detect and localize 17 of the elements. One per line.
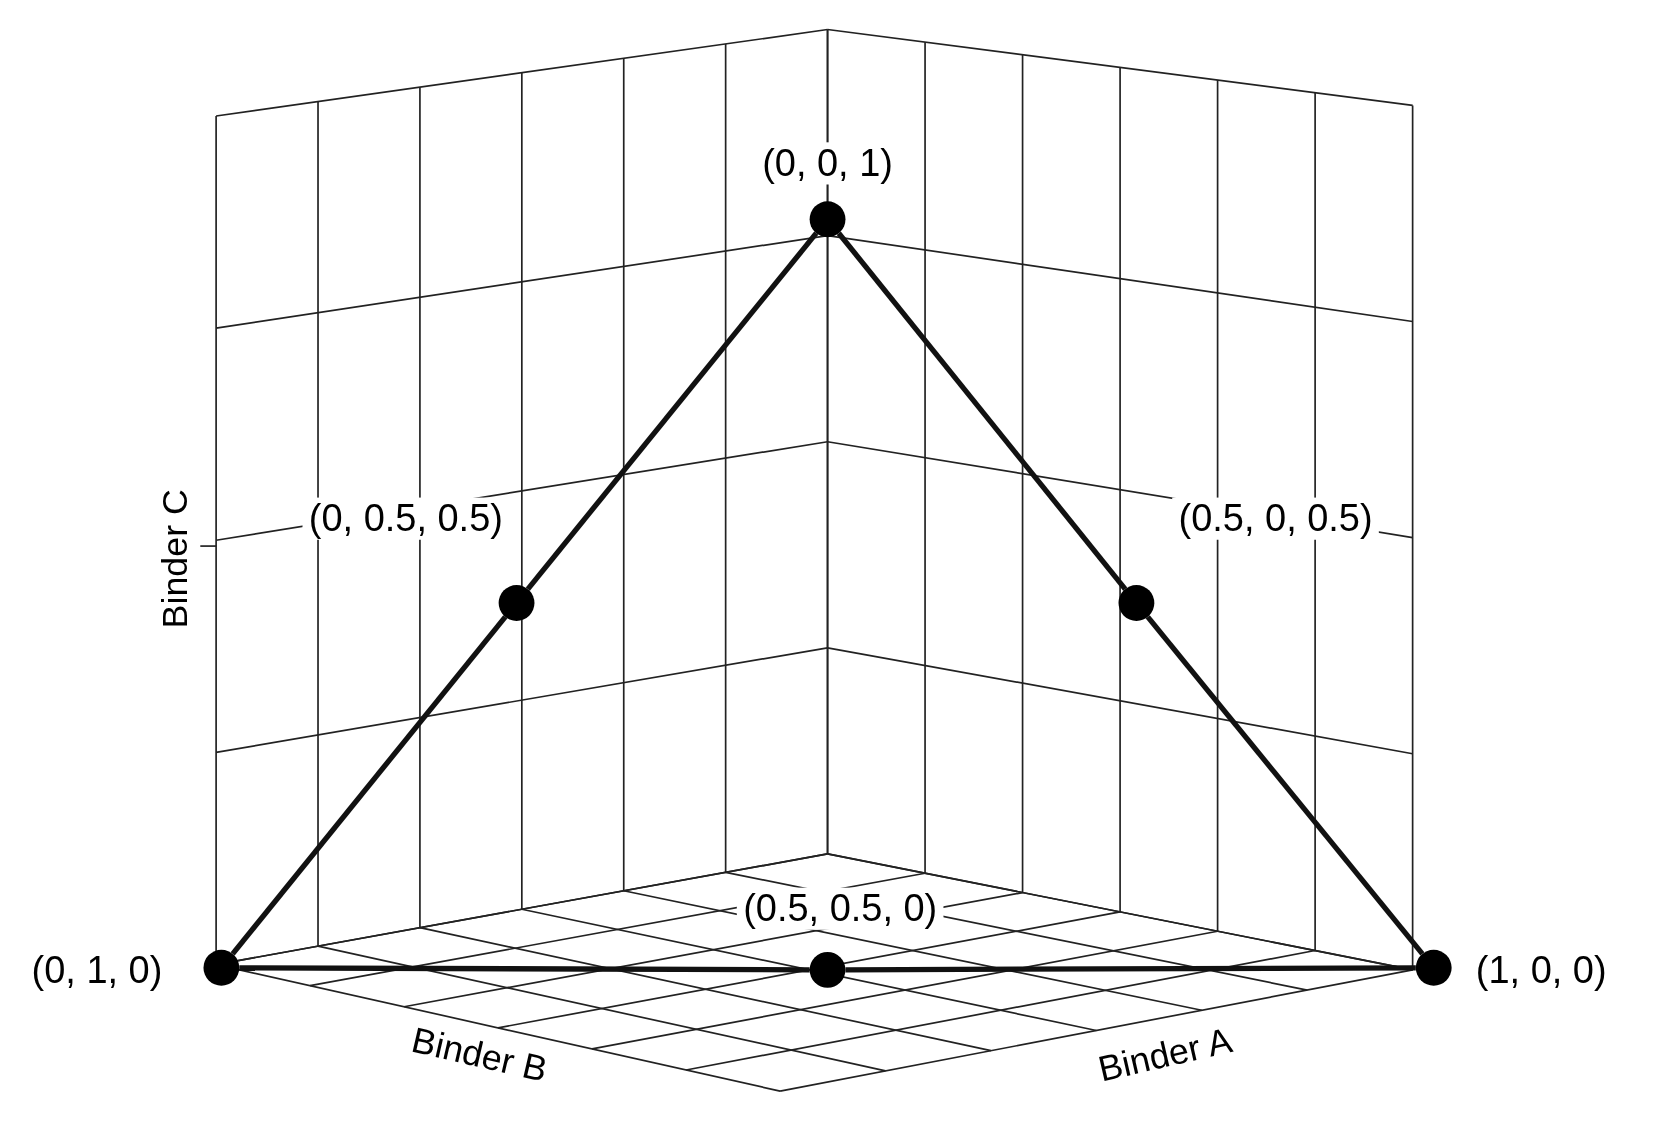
data-point xyxy=(1118,585,1155,621)
connector-line xyxy=(1145,615,1425,956)
axis-label: Binder C xyxy=(156,489,192,629)
coordinate-label: (0.5, 0, 0.5) xyxy=(1172,497,1379,540)
coordinate-label: (0.5, 0.5, 0) xyxy=(736,887,944,930)
connector-line xyxy=(239,965,810,973)
axis-label: Binder B xyxy=(408,1021,551,1088)
connector-line xyxy=(525,231,819,591)
axis-label: Binder A xyxy=(1094,1021,1235,1087)
connector-line xyxy=(845,965,1416,973)
connector-line xyxy=(836,231,1128,591)
data-point xyxy=(498,585,535,621)
data-point xyxy=(809,201,846,238)
connector-line xyxy=(230,615,508,956)
data-point xyxy=(203,949,240,986)
data-point xyxy=(1415,949,1452,986)
data-point xyxy=(809,951,846,988)
